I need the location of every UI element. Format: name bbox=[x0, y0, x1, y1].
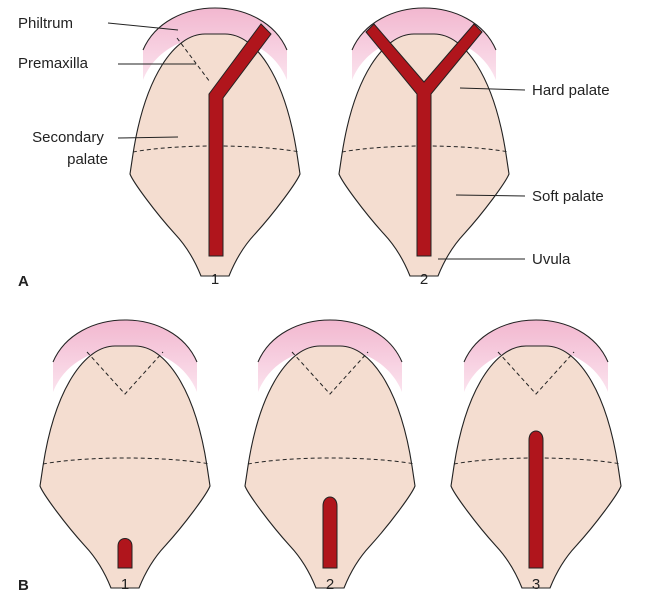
label-secondary-palate-line1: Secondary bbox=[32, 129, 104, 146]
diagram-a2 bbox=[339, 8, 509, 276]
panel-b-number-3: 3 bbox=[532, 576, 540, 593]
label-secondary-palate-line2: palate bbox=[67, 151, 108, 168]
diagram-a1 bbox=[130, 8, 300, 276]
diagram-b1 bbox=[40, 320, 210, 588]
label-philtrum: Philtrum bbox=[18, 15, 73, 32]
diagram-b2 bbox=[245, 320, 415, 588]
panel-b-number-2: 2 bbox=[326, 576, 334, 593]
panel-b-number-1: 1 bbox=[121, 576, 129, 593]
panel-letter-b: B bbox=[18, 577, 29, 594]
panel-a-number-1: 1 bbox=[211, 271, 219, 288]
label-uvula: Uvula bbox=[532, 251, 571, 268]
cleft-gap bbox=[323, 497, 337, 568]
cleft-gap bbox=[118, 539, 132, 569]
label-premaxilla: Premaxilla bbox=[18, 55, 89, 72]
label-hard-palate: Hard palate bbox=[532, 82, 610, 99]
diagram-b3 bbox=[451, 320, 621, 588]
panel-letter-a: A bbox=[18, 273, 29, 290]
label-soft-palate: Soft palate bbox=[532, 188, 604, 205]
label-secondary-palate: Secondary palate bbox=[32, 129, 108, 168]
cleft-gap bbox=[529, 431, 543, 568]
panel-a-number-2: 2 bbox=[420, 271, 428, 288]
